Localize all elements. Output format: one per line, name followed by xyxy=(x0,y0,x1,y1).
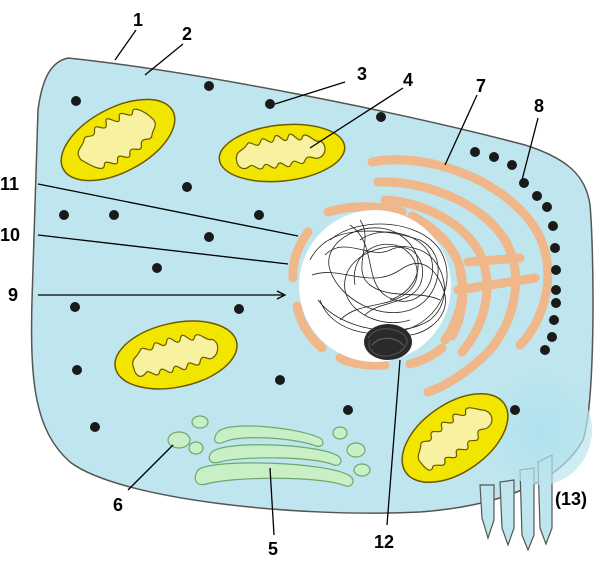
label-6: 6 xyxy=(113,495,123,515)
label-13: (13) xyxy=(555,489,587,509)
mitochondrion-top-center xyxy=(218,123,346,183)
mitochondrion-top-left xyxy=(60,98,176,182)
golgi-apparatus xyxy=(194,425,354,487)
mitochondrion-left xyxy=(114,320,238,390)
leader-lines xyxy=(37,29,539,536)
label-1: 1 xyxy=(133,10,143,30)
label-9: 9 xyxy=(8,285,18,305)
label-8: 8 xyxy=(534,96,544,116)
ribosomes xyxy=(59,81,561,432)
vesicles xyxy=(167,415,371,477)
nucleolus xyxy=(364,324,412,360)
label-10: 10 xyxy=(0,225,20,245)
label-7: 7 xyxy=(476,76,486,96)
nuclear-envelope xyxy=(288,202,468,370)
label-11: 11 xyxy=(0,174,19,194)
label-4: 4 xyxy=(403,70,413,90)
label-3: 3 xyxy=(357,64,367,84)
label-12: 12 xyxy=(374,532,394,552)
mitochondrion-right xyxy=(401,392,509,484)
label-2: 2 xyxy=(182,24,192,44)
cytoplasm-shade xyxy=(488,375,592,485)
label-5: 5 xyxy=(268,539,278,559)
